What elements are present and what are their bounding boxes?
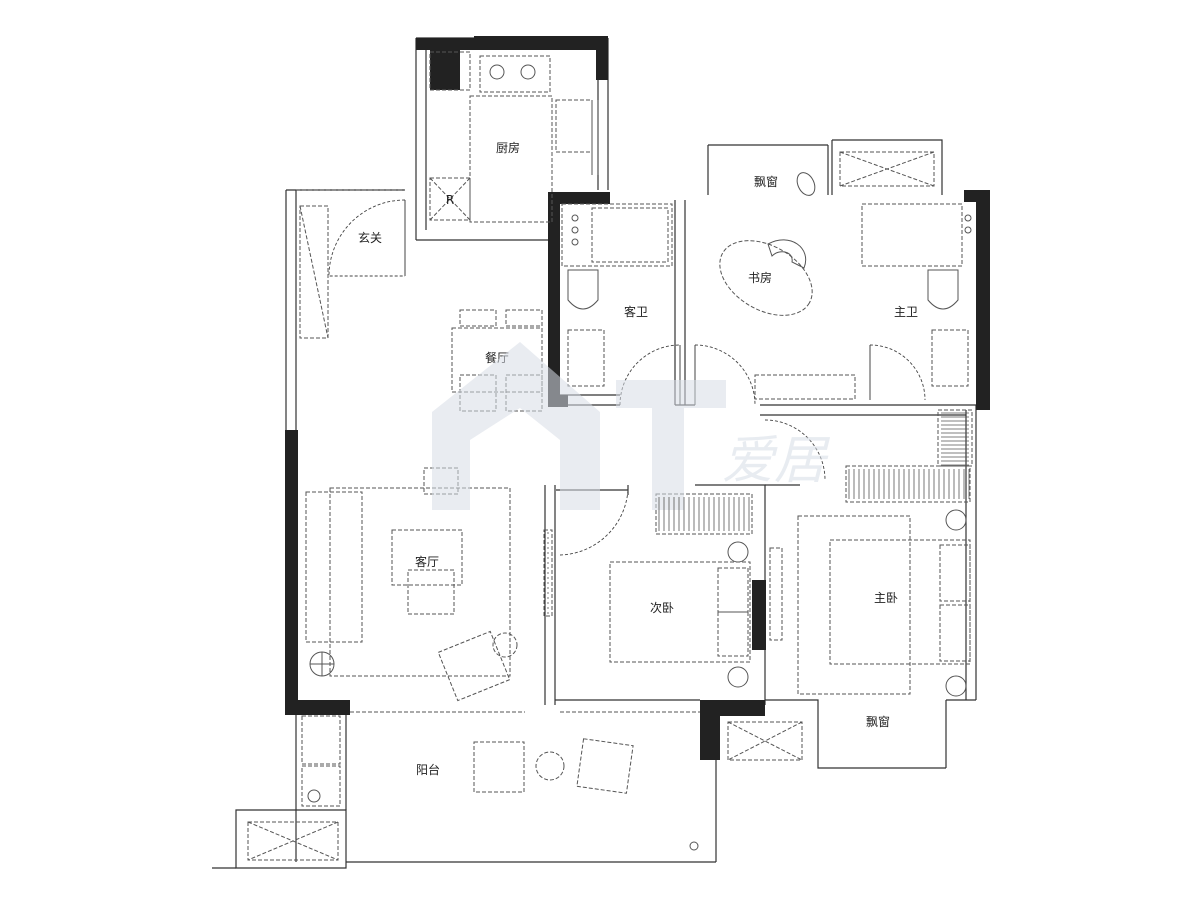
bay-window-top-label: 飘窗 xyxy=(754,175,778,189)
master-bedroom-label: 主卧 xyxy=(874,591,898,605)
bay-window-bottom-label: 飘窗 xyxy=(866,715,890,729)
master-bath-label: 主卫 xyxy=(894,305,918,319)
entrance-fixtures xyxy=(296,189,406,339)
study-fixtures xyxy=(694,172,856,406)
guest-bath-fixtures xyxy=(561,203,681,406)
kitchen-label: 厨房 xyxy=(496,140,520,155)
thick-walls xyxy=(285,36,990,760)
watermark-text: 爱居 xyxy=(722,431,831,491)
watermark xyxy=(432,342,726,510)
guest-bath-label: 客卫 xyxy=(624,304,648,319)
kitchen-fixtures xyxy=(429,51,599,223)
second-bedroom-label: 次卧 xyxy=(650,601,674,615)
ac-box-bottom xyxy=(727,721,803,761)
balcony-furniture xyxy=(247,715,699,861)
entrance-label: 玄关 xyxy=(358,230,382,245)
master-bath-fixtures xyxy=(839,151,972,401)
balcony-label: 阳台 xyxy=(416,762,440,777)
master-bedroom-furniture xyxy=(797,509,971,697)
fridge-label: R xyxy=(446,193,454,207)
living-label: 客厅 xyxy=(415,554,439,569)
second-bedroom-furniture xyxy=(609,541,783,688)
living-furniture xyxy=(305,467,629,702)
wardrobes xyxy=(543,409,973,617)
study-label: 书房 xyxy=(748,270,772,285)
